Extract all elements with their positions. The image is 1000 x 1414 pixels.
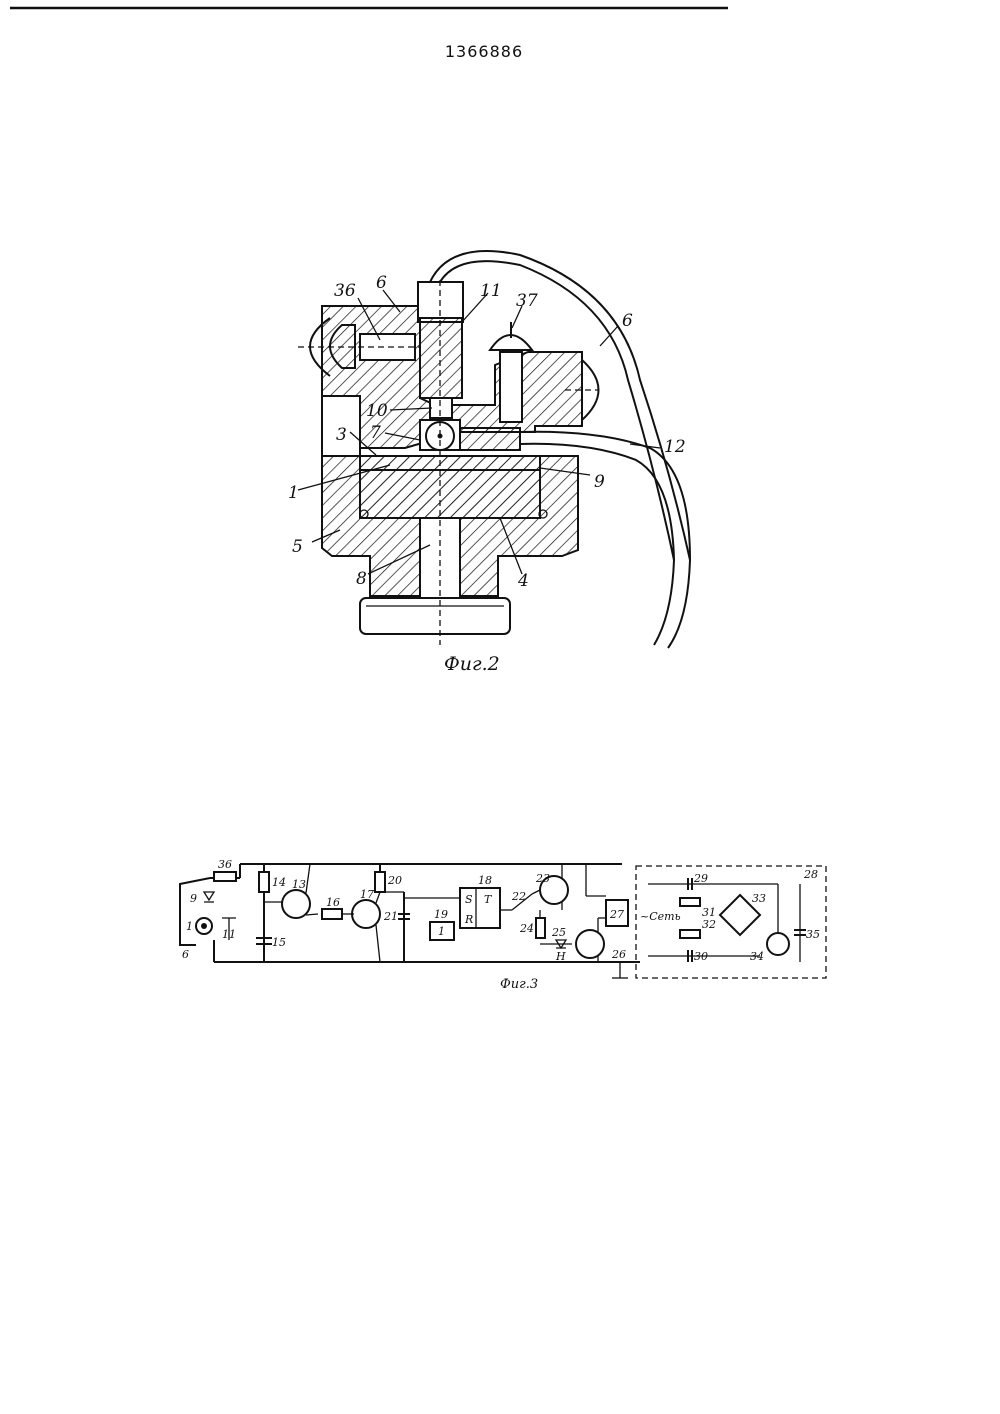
sch-label-19: 19 bbox=[434, 908, 448, 921]
label-12: 12 bbox=[664, 437, 686, 457]
label-8: 8 bbox=[356, 569, 367, 589]
knob bbox=[360, 598, 510, 634]
label-9: 9 bbox=[594, 472, 605, 492]
sch-label-15: 15 bbox=[272, 936, 286, 949]
plate-part-4 bbox=[360, 470, 540, 518]
label-10: 10 bbox=[366, 401, 388, 421]
sch-label-11: 11 bbox=[222, 928, 236, 941]
figure-3-schematic: 36 9 1 11 6 14 15 13 16 17 20 21 19 1 18… bbox=[180, 858, 826, 992]
label-4: 4 bbox=[517, 571, 529, 591]
trigger-s: S bbox=[465, 893, 473, 906]
label-37: 37 bbox=[516, 291, 538, 311]
sch-label-mains: ~Сеть bbox=[640, 910, 681, 923]
label-11: 11 bbox=[480, 281, 502, 301]
sch-label-36: 36 bbox=[218, 858, 232, 871]
label-1: 1 bbox=[288, 483, 299, 503]
label-3: 3 bbox=[336, 425, 347, 445]
transistor-13 bbox=[282, 890, 310, 918]
sch-label-23: 23 bbox=[535, 872, 550, 885]
label-6-top: 6 bbox=[376, 273, 387, 293]
resistor-31 bbox=[680, 898, 700, 906]
figure-2-caption: Фиг.2 bbox=[444, 653, 500, 675]
screw-37-body bbox=[500, 352, 522, 422]
sch-label-h: Н bbox=[555, 950, 566, 963]
sch-label-21: 21 bbox=[383, 910, 398, 923]
sch-label-17: 17 bbox=[360, 888, 374, 901]
sch-label-27: 27 bbox=[609, 908, 624, 921]
led-9 bbox=[204, 892, 214, 902]
sch-label-gate-1: 1 bbox=[438, 925, 445, 938]
sch-label-32: 32 bbox=[702, 918, 716, 931]
patent-number: 1366886 bbox=[445, 42, 523, 61]
resistor-32 bbox=[680, 930, 700, 938]
sch-label-16: 16 bbox=[326, 896, 340, 909]
sch-label-14: 14 bbox=[272, 876, 286, 889]
label-7: 7 bbox=[370, 423, 381, 443]
resistor-36 bbox=[214, 872, 236, 881]
figure-2-drawing: 36 6 11 37 6 10 7 3 12 1 9 5 8 4 Фиг.2 bbox=[288, 251, 690, 675]
sch-label-33: 33 bbox=[752, 892, 766, 905]
trigger-r: R bbox=[464, 913, 473, 926]
sch-label-24: 24 bbox=[519, 922, 534, 935]
sch-label-20: 20 bbox=[387, 874, 402, 887]
label-5: 5 bbox=[292, 537, 303, 557]
sch-label-28: 28 bbox=[803, 868, 818, 881]
sch-label-18: 18 bbox=[478, 874, 492, 887]
sch-label-35: 35 bbox=[806, 928, 820, 941]
resistor-16 bbox=[322, 909, 342, 919]
layer-part-1 bbox=[360, 456, 540, 470]
sch-label-6: 6 bbox=[182, 948, 189, 961]
sch-label-34: 34 bbox=[750, 950, 764, 963]
channel-part-10 bbox=[430, 398, 452, 418]
sch-label-25: 25 bbox=[551, 926, 566, 939]
transistor-26 bbox=[576, 930, 604, 958]
label-6-cable: 6 bbox=[622, 311, 633, 331]
tube-part-9 bbox=[460, 428, 520, 450]
stabilitron-34 bbox=[767, 933, 789, 955]
figure-3-caption: Фиг.3 bbox=[500, 977, 538, 992]
transistor-17 bbox=[352, 900, 380, 928]
sensor-1-dot bbox=[201, 923, 207, 929]
resistor-24 bbox=[536, 918, 545, 938]
sch-label-29: 29 bbox=[693, 872, 708, 885]
sch-label-22: 22 bbox=[511, 890, 526, 903]
fitting-part-11-body bbox=[420, 318, 462, 398]
sch-label-1: 1 bbox=[186, 920, 193, 933]
sch-label-9: 9 bbox=[190, 892, 197, 905]
label-36: 36 bbox=[334, 281, 356, 301]
sch-label-26: 26 bbox=[611, 948, 626, 961]
resistor-14 bbox=[259, 872, 269, 892]
sch-label-30: 30 bbox=[694, 950, 708, 963]
sch-label-13: 13 bbox=[292, 878, 306, 891]
resistor-20 bbox=[375, 872, 385, 892]
